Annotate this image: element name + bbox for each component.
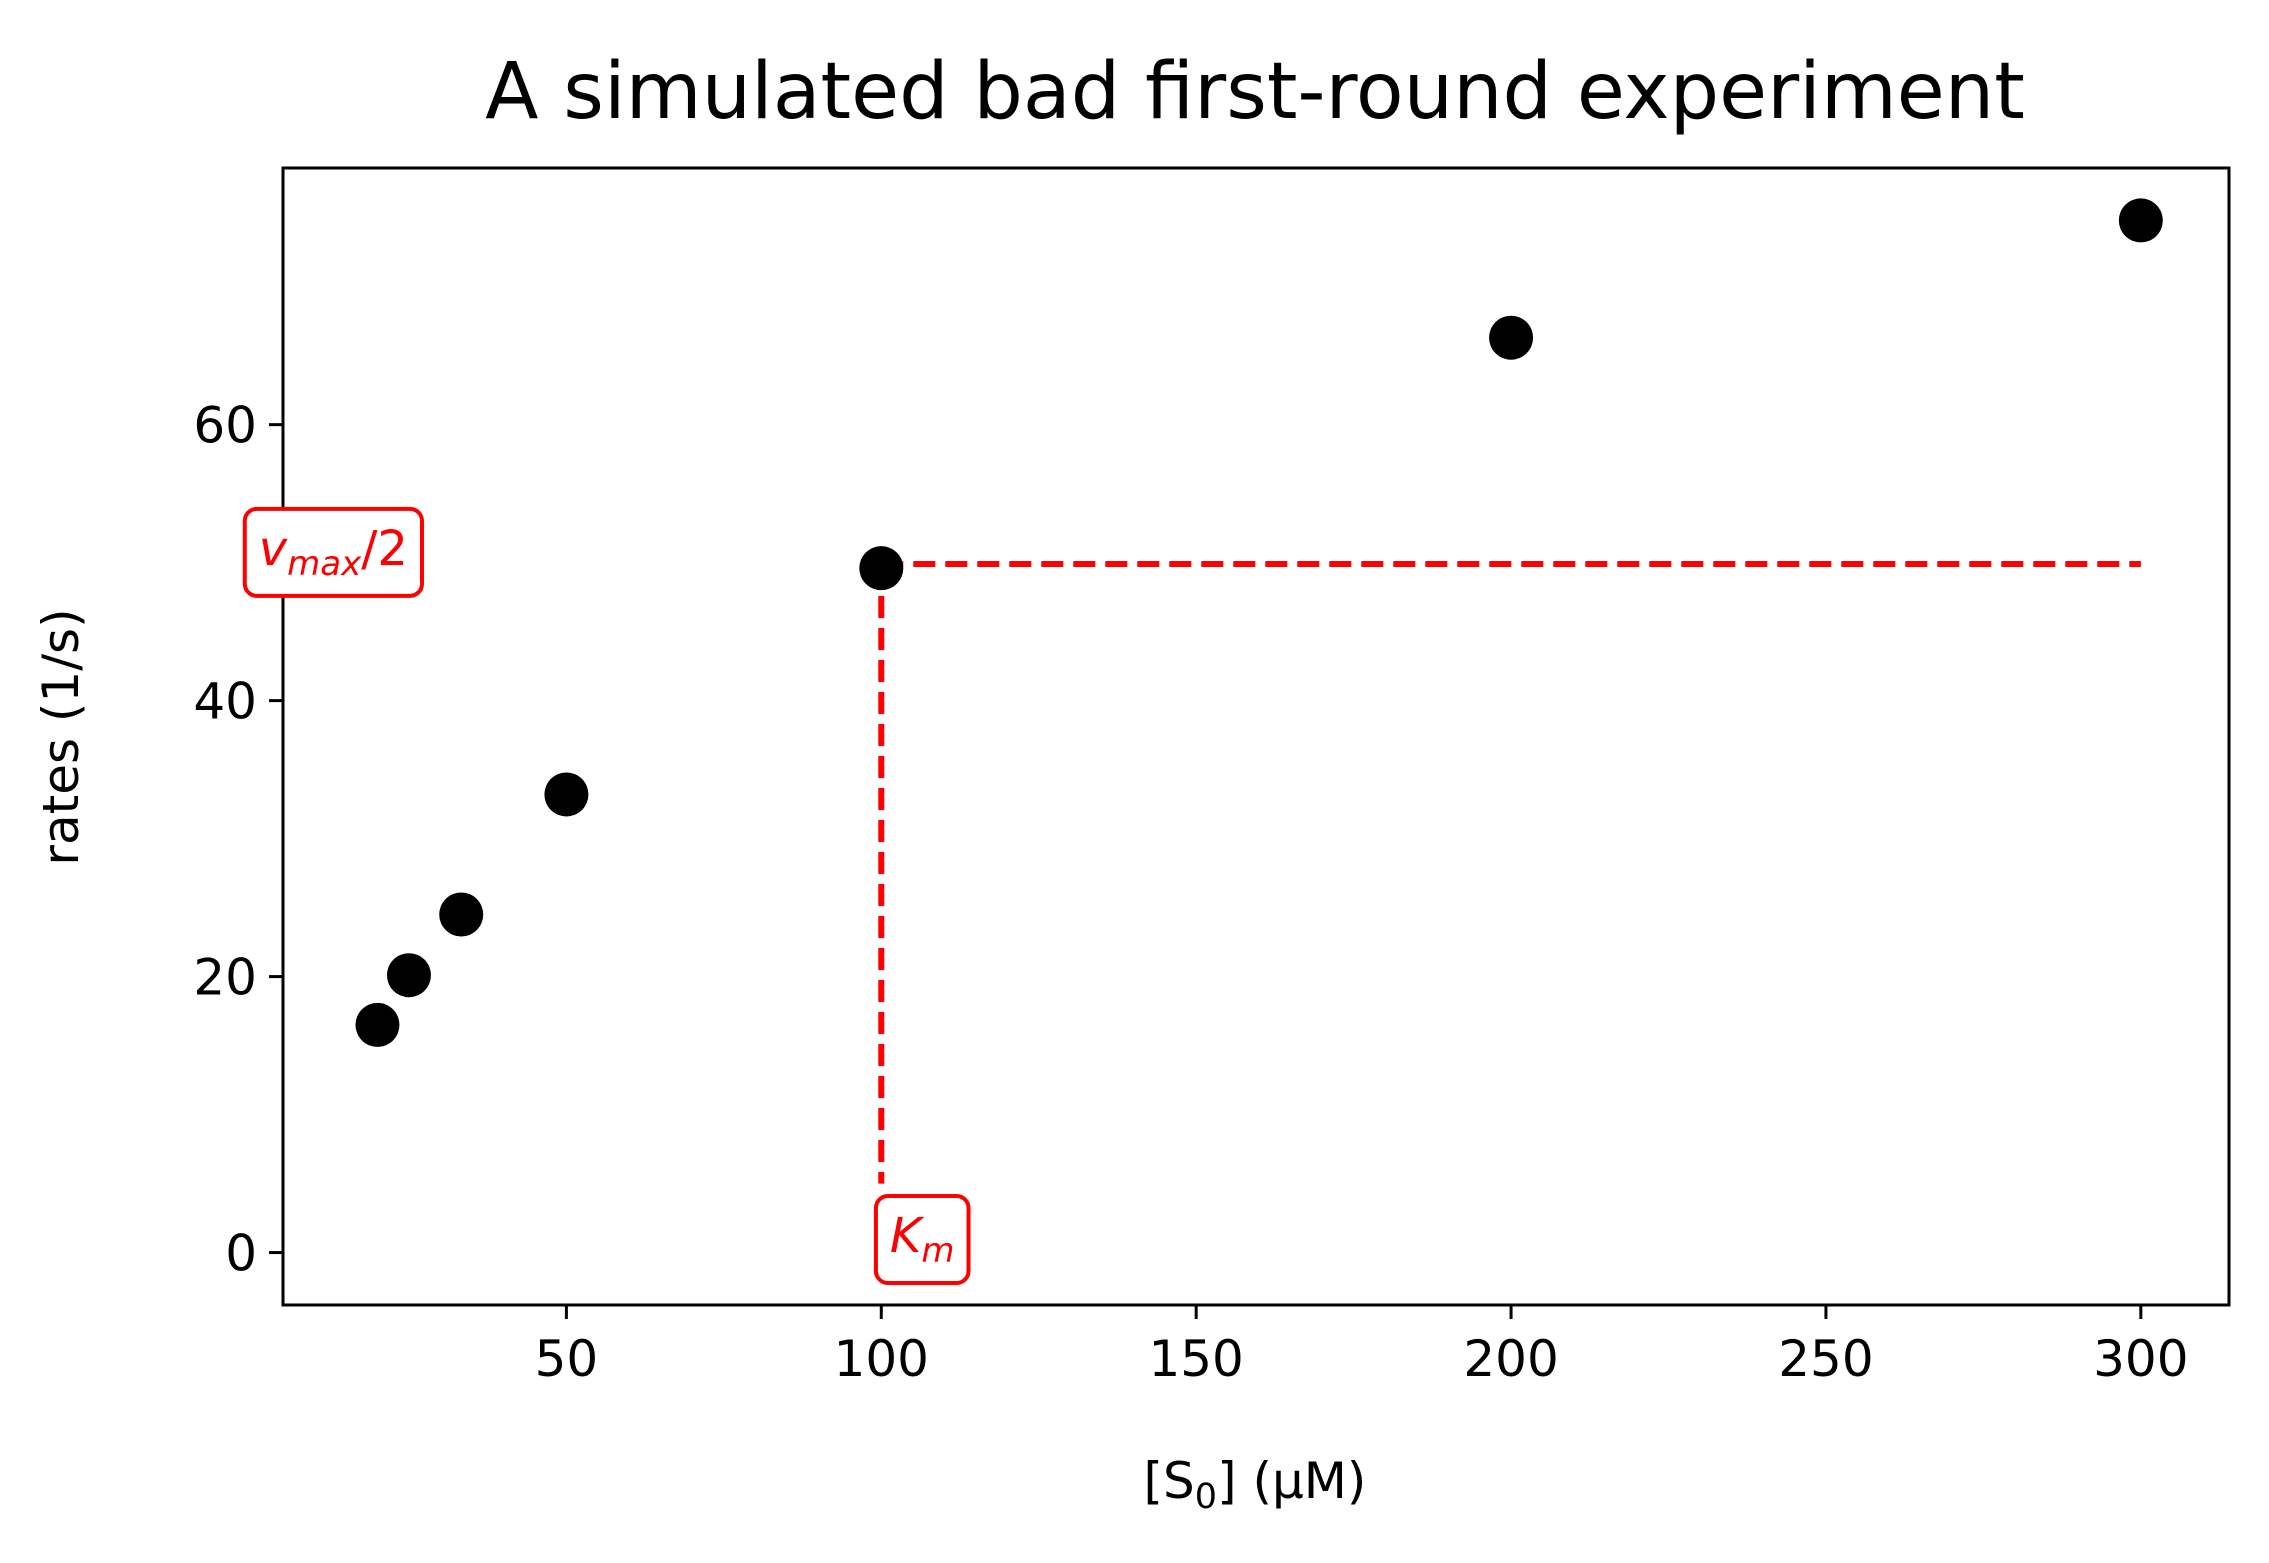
data-point xyxy=(386,953,431,998)
x-tick-label: 300 xyxy=(2093,1330,2188,1388)
y-axis-label: rates (1/s) xyxy=(32,608,90,865)
x-axis-label: [S0] (μM) xyxy=(1144,1452,1367,1517)
plot-frame xyxy=(281,166,2231,1307)
annotation-label: Km xyxy=(890,1208,955,1271)
x-tick-label: 100 xyxy=(834,1330,929,1388)
chart-title: A simulated bad first-round experiment xyxy=(485,47,2025,137)
annotation-box xyxy=(242,506,424,598)
data-point xyxy=(439,892,484,937)
x-tick-label: 50 xyxy=(535,1330,599,1388)
data-point xyxy=(1489,315,1534,360)
x-axis: 50 100 150 200 250 300 xyxy=(535,1305,2189,1388)
plot-area xyxy=(281,166,2231,1307)
annotation-box xyxy=(873,1194,971,1286)
y-tick-label: 20 xyxy=(193,949,257,1007)
annotations: vmax/2Km xyxy=(242,506,971,1286)
y-tick-label: 40 xyxy=(193,673,257,731)
x-tick-label: 200 xyxy=(1463,1330,1558,1388)
annotation-km: Km xyxy=(873,1194,971,1286)
y-tick-label: 60 xyxy=(193,397,257,455)
x-tick-label: 150 xyxy=(1148,1330,1243,1388)
annotation-vmax-half: vmax/2 xyxy=(242,506,424,598)
annotation-label: vmax/2 xyxy=(259,521,408,584)
data-point xyxy=(355,1002,400,1047)
y-tick-label: 0 xyxy=(225,1225,257,1283)
data-point xyxy=(859,546,904,591)
data-point xyxy=(2118,198,2163,243)
x-tick-label: 250 xyxy=(1778,1330,1873,1388)
reference-lines xyxy=(878,561,2141,1184)
data-points xyxy=(355,198,2163,1047)
y-axis: 0 20 40 60 xyxy=(193,397,283,1283)
data-point xyxy=(544,772,589,817)
